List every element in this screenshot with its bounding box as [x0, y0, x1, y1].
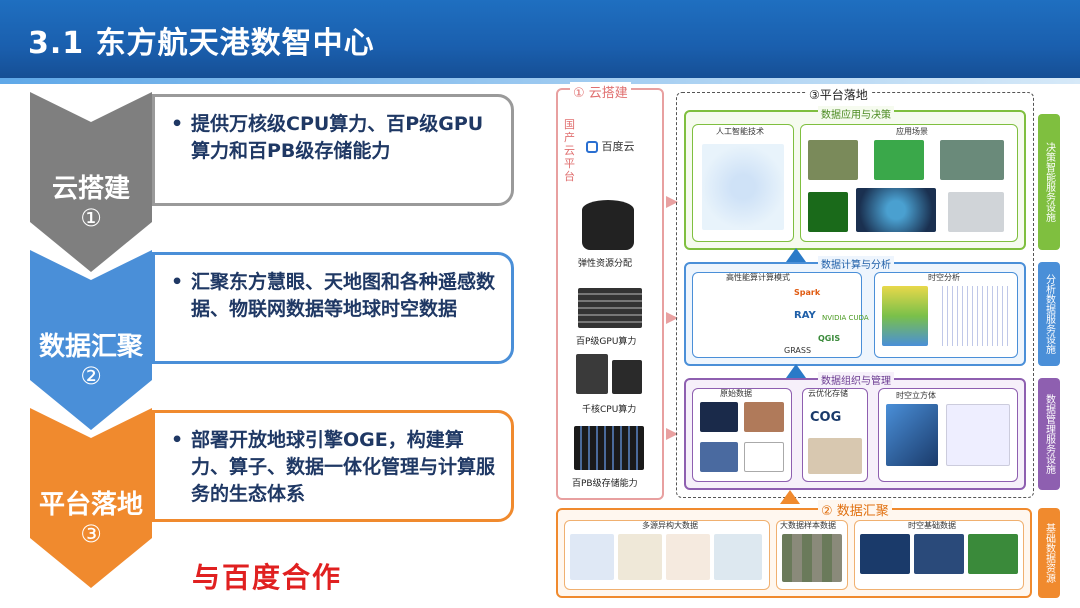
cube-image [886, 404, 938, 466]
data-thumbnail [666, 534, 710, 580]
step-label: 云搭建 [51, 174, 130, 204]
data-title: ② 数据汇聚 [818, 500, 892, 519]
cloud-storage-title: 云优化存储 [808, 389, 848, 398]
architecture-diagram: ① 云搭建 国产云平台 百度云 弹性资源分配 百P级GPU算力 千核CPU算力 … [556, 82, 1060, 600]
scenario-image [808, 140, 858, 180]
resource-label: 百PB级存储能力 [572, 479, 638, 489]
cloud-arrows [666, 196, 678, 440]
sidebar-manage: 数据管理服务设施 [1038, 378, 1060, 490]
tile-image [808, 438, 862, 474]
spatial-analysis-title: 时空分析 [928, 273, 960, 282]
step-cloud-card: 提供万核级CPU算力、百P级GPU算力和百PB级存储能力 [152, 94, 514, 206]
platform-title: ③平台落地 [806, 86, 871, 103]
scenario-image [808, 192, 848, 232]
step-data-chevron: 数据汇聚 ② [30, 250, 152, 430]
step-cloud-chevron: 云搭建 ① [30, 92, 152, 272]
chart-thumbnail [938, 286, 1010, 346]
satellite-image [700, 402, 738, 432]
data-group-title: 时空基础数据 [908, 521, 956, 530]
ray-logo: RAY [794, 310, 816, 321]
sidebar-decision: 决策智能服务设施 [1038, 114, 1060, 250]
sidebar-data: 基础数据资源 [1038, 508, 1060, 598]
data-thumbnail [570, 534, 614, 580]
step-label: 数据汇聚 [38, 332, 143, 362]
openstreetmap-image [744, 442, 784, 472]
up-arrow [786, 364, 806, 378]
step-platform-card: 部署开放地球引擎OGE，构建算力、算子、数据一体化管理与计算服务的生态体系 [152, 410, 514, 522]
baidu-cloud-icon [586, 141, 598, 153]
storage-racks-image [574, 426, 644, 470]
step-number: ③ [80, 520, 102, 548]
step-platform-chevron: 平台落地 ③ [30, 408, 152, 588]
data-thumbnail [618, 534, 662, 580]
baidu-cloud-logo: 百度云 [586, 138, 635, 154]
sample-grid-image [782, 534, 842, 582]
raw-data-title: 原始数据 [720, 389, 752, 398]
server-cluster-image [582, 200, 634, 250]
resource-label: 千核CPU算力 [582, 405, 637, 415]
step-bullet: 汇聚东方慧眼、天地图和各种遥感数据、物联网数据等地球时空数据 [171, 269, 501, 323]
world-map-image [860, 534, 910, 574]
map-image [744, 402, 784, 432]
resource-label: 百P级GPU算力 [576, 337, 637, 347]
cpu-server-image [576, 354, 608, 394]
data-group-title: 大数据样本数据 [780, 521, 836, 530]
neural-network-image [702, 144, 784, 230]
scenario-image [948, 192, 1004, 232]
layer-title: 数据计算与分析 [818, 256, 894, 271]
compute-mode-title: 高性能算计算模式 [726, 273, 790, 282]
database-icons [946, 404, 1010, 466]
step-bullet: 部署开放地球引擎OGE，构建算力、算子、数据一体化管理与计算服务的生态体系 [171, 427, 501, 508]
chevron-shape [30, 408, 152, 588]
data-thumbnail [714, 534, 762, 580]
scenario-image [940, 140, 1004, 180]
grass-logo: GRASS [784, 346, 812, 355]
sidebar-analysis: 分析数据服务设施 [1038, 262, 1060, 366]
cuda-logo: NVIDIA CUDA [822, 314, 869, 322]
qgis-logo: QGIS [818, 334, 841, 343]
step-bullet: 提供万核级CPU算力、百P级GPU算力和百PB级存储能力 [171, 111, 501, 165]
ai-tech-title: 人工智能技术 [716, 127, 764, 136]
title-bar: 3.1 东方航天港数智中心 [0, 0, 1080, 78]
compute-mode-box [692, 272, 862, 358]
scenarios-title: 应用场景 [896, 127, 928, 136]
step-data-card: 汇聚东方慧眼、天地图和各种遥感数据、物联网数据等地球时空数据 [152, 252, 514, 364]
chevron-shape [30, 250, 152, 430]
scenario-image [874, 140, 924, 180]
title-underline [0, 78, 1080, 84]
gpu-server-image [578, 288, 642, 328]
page-title: 3.1 东方航天港数智中心 [28, 26, 375, 61]
data-group-title: 多源异构大数据 [642, 521, 698, 530]
world-map-image [968, 534, 1018, 574]
sensor-image [700, 442, 738, 472]
layer-title: 数据组织与管理 [818, 372, 894, 387]
digital-earth-image [856, 188, 936, 232]
spacetime-cube-title: 时空立方体 [896, 391, 936, 400]
spark-logo: Spark [794, 288, 821, 297]
layer-stack-image [882, 286, 928, 346]
cog-logo: COG [810, 410, 842, 425]
cooperation-note: 与百度合作 [192, 561, 343, 594]
cpu-server-image-2 [612, 360, 642, 394]
step-label: 平台落地 [38, 490, 143, 520]
up-arrow [780, 490, 800, 504]
step-number: ① [80, 204, 102, 232]
chevron-shape [30, 92, 152, 272]
up-arrow [786, 248, 806, 262]
step-number: ② [80, 362, 102, 390]
world-map-image [914, 534, 964, 574]
resource-label: 弹性资源分配 [578, 259, 633, 269]
cloud-title: ① 云搭建 [570, 82, 631, 101]
cloud-vendor-label: 国产云平台 [564, 118, 575, 183]
layer-title: 数据应用与决策 [818, 106, 894, 121]
